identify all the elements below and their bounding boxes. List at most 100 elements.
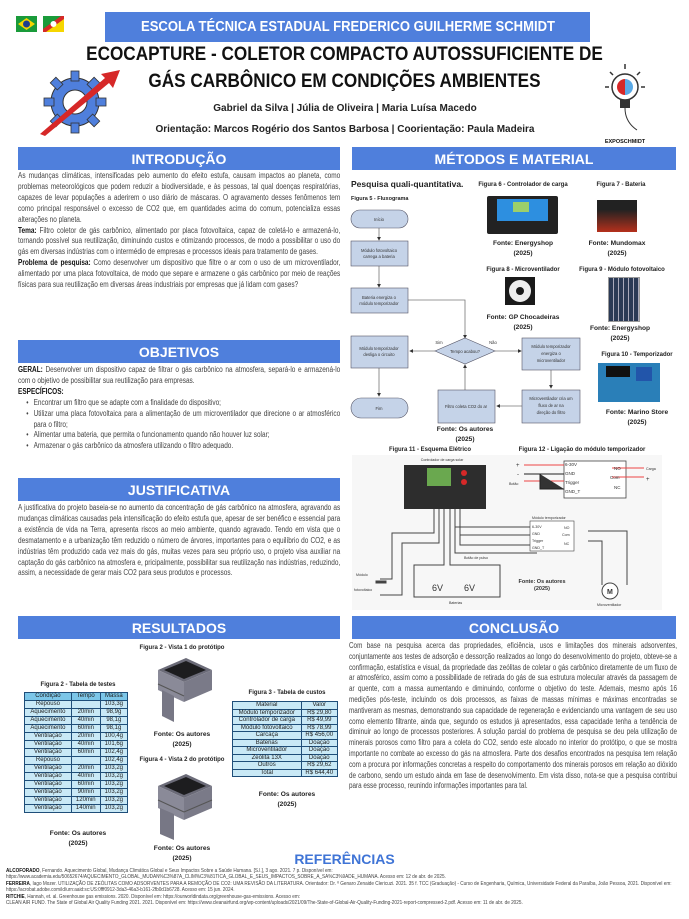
table-cell: 100,4g (99, 732, 129, 741)
battery-label: 6V (464, 583, 475, 593)
table-cell: Ventilação (24, 788, 72, 797)
flow-text: Início (374, 217, 385, 222)
table-cell: Doação (300, 738, 338, 747)
specific-objectives-list: Encontrar um filtro que se adapte com a … (26, 398, 340, 453)
prototype-view2-image (150, 772, 220, 847)
pin-label: NC (564, 542, 570, 546)
table-cell: 103,2g (99, 780, 129, 789)
table-cell: Ventilação (24, 804, 72, 813)
table-cell: 103,3g (99, 700, 129, 709)
table-cell: 103,2g (99, 804, 129, 813)
fig12-caption: Figura 12 - Ligação do módulo temporizad… (518, 447, 646, 453)
costs-table-caption: Figura 3 - Tabela de custos (248, 690, 326, 696)
list-item: Armazenar o gás carbônico da atmosfera u… (26, 441, 340, 452)
fig9-source: Fonte: Energyshop(2025) (590, 324, 650, 344)
costs-table-source: Fonte: Os autores(2025) (259, 790, 315, 810)
rs-flag-icon (43, 16, 64, 32)
fig10-source: Fonte: Marino Store(2025) (606, 408, 668, 428)
source-year: (2025) (513, 250, 533, 257)
table-cell: Módulo temporizador (232, 708, 302, 717)
authors: Gabriel da Silva | Júlia de Oliveira | M… (213, 103, 477, 114)
table-cell: R$ 644,40 (300, 768, 338, 777)
table-cell: Doação (300, 753, 338, 762)
justification-heading: JUSTIFICATIVA (18, 478, 340, 501)
flow-step (350, 240, 409, 267)
pin-label: NO (614, 466, 621, 471)
flow-text: módulo temporizador (359, 301, 399, 306)
reference-text: , Fernando. Aquecimento Global, Mudança … (6, 868, 446, 881)
intro-paragraph: As mudanças climáticas, intensificadas p… (18, 171, 341, 224)
table-cell: Zeólita 13X (232, 753, 302, 762)
flow-text: Módulo temporizador (531, 344, 571, 349)
references-list: ALCOFORADO, Fernando. Aquecimento Global… (6, 868, 684, 906)
table-cell: Ventilação (24, 732, 72, 741)
table-cell: R$ 29,62 (300, 761, 338, 770)
objectives-heading: OBJETIVOS (18, 340, 340, 363)
flow-text: Bateria energiza o (362, 295, 397, 300)
source-text: Fonte: Marino Store (605, 409, 669, 416)
pin-label: GND (532, 532, 540, 536)
justification-text: A justificativa do projeto baseia-se no … (18, 503, 341, 578)
fig5-source: Fonte: Os autores(2025) (437, 425, 493, 445)
source-year: (2025) (277, 801, 297, 808)
battery-label: 6V (432, 583, 443, 593)
intro-heading: INTRODUÇÃO (18, 147, 340, 170)
source-year: (2025) (607, 250, 627, 257)
reference-item: FERREIRA, Iago Mozer. UTILIZAÇÃO DE ZEÓL… (6, 881, 684, 894)
pin-label: Trigger (532, 539, 544, 543)
column-header: Valor (300, 701, 338, 710)
table-cell: Doação (300, 746, 338, 755)
table-cell: 102,4g (99, 748, 129, 757)
table-cell: Total (232, 768, 302, 777)
source-year: (2025) (513, 324, 533, 331)
reference-item: RITCHIE, Hannah, et. al. Greenhouse gas … (6, 894, 684, 900)
prototype-view1-image (150, 656, 220, 729)
reference-text: , Hannah, et. al. Greenhouse gas emissio… (24, 893, 301, 900)
research-type: Pesquisa quali-quantitativa. (351, 179, 464, 189)
pin-label: Com (562, 533, 570, 537)
reference-text: , Iago Mozer. UTILIZAÇÃO DE ZEÓLITAS COM… (6, 880, 672, 894)
flow-text: Não (489, 340, 497, 345)
poster-title-line2: GÁS CARBÔNICO EM CONDIÇÕES AMBIENTES (148, 70, 541, 92)
school-banner: ESCOLA TÉCNICA ESTADUAL FREDERICO GUILHE… (105, 12, 590, 42)
problem-label: Problema de pesquisa: (18, 258, 91, 268)
timer-module (529, 520, 575, 552)
flow-text: direção do filtro (537, 410, 566, 415)
flow-text: microventilador (537, 358, 566, 363)
table-cell: Outros (232, 761, 302, 770)
poster-title-line1: ECOCAPTURE - COLETOR COMPACTO AUTOSSUFIC… (86, 43, 603, 65)
table-cell: 20min (70, 708, 101, 717)
table-cell: Ventilação (24, 764, 72, 773)
flow-text: energiza o (541, 351, 561, 356)
pin-label: GND (565, 471, 576, 476)
source-text: Fonte: Mundomax (588, 240, 646, 247)
source-year: (2025) (610, 335, 630, 342)
fig6-caption: Figura 6 - Controlador de carga (478, 182, 568, 188)
flow-text: Microventilador cria um (529, 396, 573, 401)
table-cell: 103,2g (99, 772, 129, 781)
table-cell: 40min (70, 740, 101, 749)
table-cell: Repouso (24, 756, 72, 765)
column-header: Condição (24, 692, 72, 701)
tema-text: Filtro coletor de gás carbônico, aliment… (18, 225, 341, 257)
table-cell: 60min (70, 724, 101, 733)
motor-letter: M (607, 589, 613, 596)
table-cell: Aquecimento (24, 716, 72, 725)
flow-step (521, 337, 581, 371)
table-cell: R$ 456,00 (300, 731, 338, 740)
fig9-caption: Figura 9 - Módulo fotovoltaico (579, 267, 665, 273)
pin-label: 6-30V (565, 462, 577, 467)
school-name: ESCOLA TÉCNICA ESTADUAL FREDERICO GUILHE… (140, 19, 555, 35)
flow-text: Fim (376, 406, 383, 411)
table-cell: 120min (70, 796, 101, 805)
table-cell: Aquecimento (24, 708, 72, 717)
